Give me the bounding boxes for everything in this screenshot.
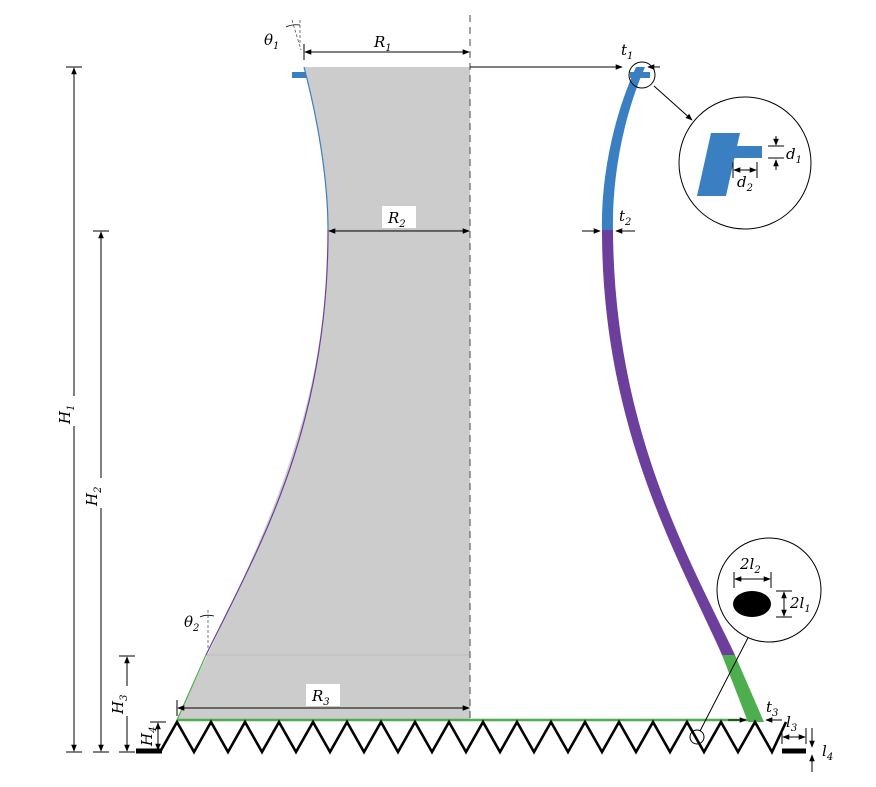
t2-label: t2 — [619, 207, 631, 228]
middle-meridian-line — [205, 229, 329, 656]
detail-shell-piece — [697, 133, 740, 196]
column-elliptical-section — [733, 591, 771, 617]
column-detail-marker-circle — [689, 729, 705, 745]
r1-label: R1 — [373, 33, 392, 54]
l3-label: l3 — [786, 713, 797, 734]
l4-label: l4 — [822, 742, 833, 763]
middle-shell-strip — [602, 230, 735, 655]
r3-label-bg — [306, 684, 340, 706]
theta2-arc — [199, 614, 215, 618]
column-section-detail-circle — [716, 537, 822, 643]
h3-label-bg — [108, 686, 130, 716]
h1-label-bg — [55, 396, 77, 426]
top-detail-marker-circle — [628, 61, 656, 89]
h2-label: H2 — [83, 487, 104, 507]
t1-label: t1 — [621, 41, 633, 62]
theta1-arc — [285, 24, 301, 28]
t3-label: t3 — [766, 698, 778, 719]
theta1-label: θ1 — [264, 31, 279, 52]
h3-label: H3 — [109, 695, 130, 715]
h1-label: H1 — [56, 405, 77, 425]
r2-label: R2 — [387, 209, 406, 230]
lower-shell-strip — [722, 655, 764, 722]
detail-ring-beam — [730, 146, 762, 158]
l1-label: 2l1 — [789, 594, 811, 615]
upper-shell-strip — [601, 67, 645, 230]
h2-label-bg — [82, 478, 104, 508]
r3-label: R3 — [311, 687, 330, 708]
supporting-columns-zigzag — [158, 719, 788, 755]
r2-label-bg — [382, 206, 416, 228]
column-detail-leader — [699, 629, 753, 732]
upper-meridian-line — [303, 66, 329, 231]
l2-label: 2l2 — [739, 555, 761, 576]
ring-beam-detail-circle — [678, 96, 812, 230]
d2-label: d2 — [737, 173, 753, 194]
theta2-label: θ2 — [184, 613, 199, 634]
top-detail-leader — [653, 85, 693, 121]
h4-label: H4 — [138, 727, 159, 747]
d1-label: d1 — [786, 145, 802, 166]
